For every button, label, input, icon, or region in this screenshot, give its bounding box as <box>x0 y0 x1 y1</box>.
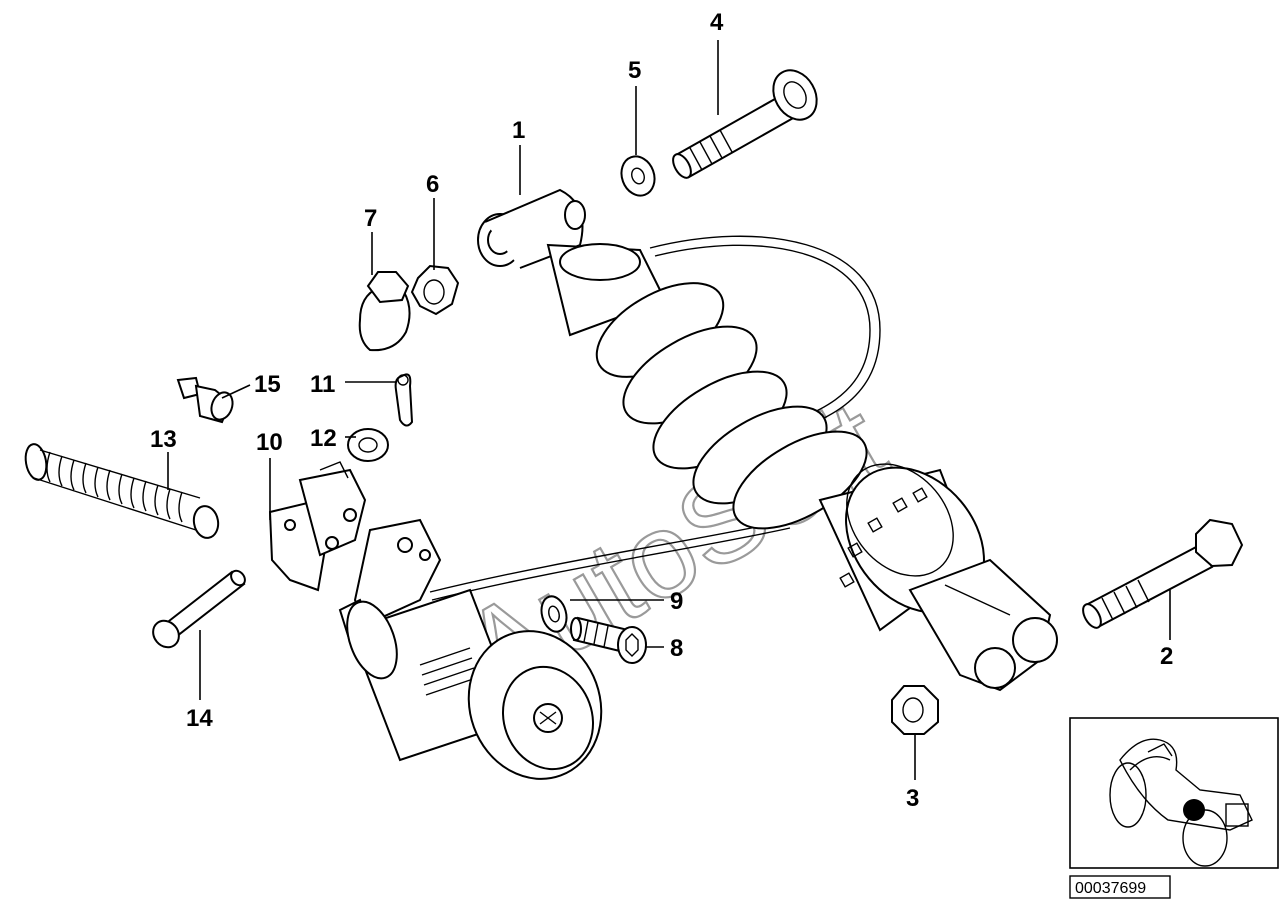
cap-nut <box>358 271 411 352</box>
callout-8: 8 <box>670 635 683 662</box>
mounting-bracket <box>268 461 367 592</box>
knob-pin <box>176 376 234 424</box>
socket-head-screw <box>570 616 647 664</box>
callout-12: 12 <box>310 425 337 452</box>
shock-absorber <box>477 188 1058 692</box>
catalog-number-box: 00037699 <box>1069 875 1171 899</box>
callout-1: 1 <box>512 117 525 144</box>
callout-10: 10 <box>256 429 283 456</box>
cotter-pin <box>394 373 414 427</box>
leader-lines <box>167 40 1171 780</box>
bolt-long-top <box>672 69 818 179</box>
callout-13: 13 <box>150 426 177 453</box>
hex-nut-bottom <box>891 685 939 735</box>
catalog-number: 00037699 <box>1075 880 1146 897</box>
callout-11: 11 <box>310 371 335 398</box>
washer-adjuster <box>540 595 568 633</box>
callout-5: 5 <box>628 57 641 84</box>
tension-spring <box>24 443 220 539</box>
callout-3: 3 <box>906 785 919 812</box>
self-locking-nut <box>410 264 460 316</box>
callout-7: 7 <box>364 205 377 232</box>
callout-15: 15 <box>254 371 281 398</box>
hex-bolt-right <box>1082 518 1244 629</box>
callout-2: 2 <box>1160 643 1173 670</box>
location-inset <box>1069 717 1279 869</box>
callout-14: 14 <box>186 705 213 732</box>
callout-9: 9 <box>670 588 683 615</box>
callout-4: 4 <box>710 9 724 36</box>
washer-top <box>620 155 656 197</box>
location-marker-icon <box>1183 799 1205 821</box>
washer-small <box>347 428 389 462</box>
clevis-pin <box>152 569 246 649</box>
callout-6: 6 <box>426 171 439 198</box>
preload-adjuster <box>338 518 603 780</box>
